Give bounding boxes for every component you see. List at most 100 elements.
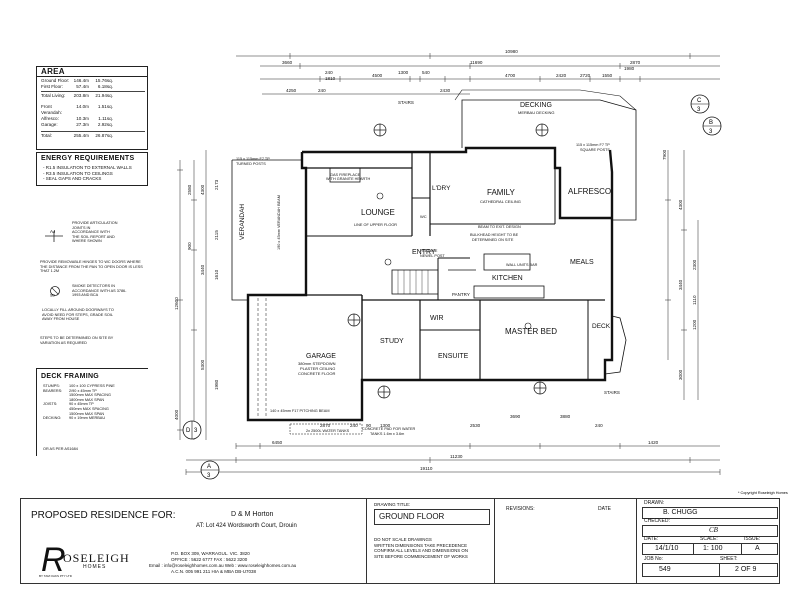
dim-left: 12600 <box>174 297 179 310</box>
dim-left: 1980 <box>214 379 219 390</box>
copyright: * Copyright Roseleigh Homes <box>738 491 788 495</box>
dim-top: 240 <box>325 70 333 75</box>
posts-note: 115 x 115mm F7 TP <box>576 143 610 147</box>
garage-sub: CONCRETE FLOOR <box>298 371 335 376</box>
hinges-note: PROVIDE REMOVABLE HINGES TO WC DOORS WHE… <box>40 260 143 274</box>
dim-right: 2300 <box>692 259 697 270</box>
job-value: 549 <box>659 566 671 573</box>
verandah-beam-note: 190 x 45mm VERANDAH BEAM <box>277 195 281 250</box>
dim-bottom: 6450 <box>272 440 283 445</box>
dim-right: 1110 <box>692 295 697 305</box>
logo-wordmark: OSELEIGH <box>63 551 130 565</box>
client-address: AT: Lot 424 Wordsworth Court, Drouin <box>196 523 297 529</box>
sheet-value: 2 OF 9 <box>735 566 757 573</box>
drawn-label: DRAWN: <box>644 500 665 506</box>
room-pantry: PANTRY <box>452 292 470 297</box>
concrete-note: TANKS 1.6m x 3.6m <box>370 432 404 436</box>
fireplace-note: WITH GRANITE HEARTH <box>326 177 370 181</box>
decking-sub: MERBAU DECKING <box>518 110 554 115</box>
smoke-text: SMOKE DETECTORS IN ACCORDANCE WITH AS 37… <box>72 284 127 298</box>
concrete-note: CONCRETE PAD FOR WATER <box>362 427 416 431</box>
elevation-markers <box>347 123 549 399</box>
stairs-label: STAIRS <box>604 390 620 395</box>
svg-text:C: C <box>697 98 702 104</box>
dim-top: 3660 <box>282 60 293 65</box>
deck-footer: OR AS PER AS1684 <box>43 447 78 451</box>
room-decking: DECKING <box>520 102 552 109</box>
section-marker-d: D 3 <box>182 420 202 440</box>
articulation-text: PROVIDE ARTICULATION JOINTS IN ACCORDANC… <box>72 221 118 244</box>
contact-details: P.O. BOX 309, WARRAGUL. VIC. 3820 OFFICE… <box>149 551 297 574</box>
dim-right: 1200 <box>692 319 697 330</box>
floor-plan: 10980 11690 2870 3660 240 1810 1300 540 … <box>174 49 788 495</box>
fill-note: LOCALLY FILL AROUND DOORWAYS TO AVOID NE… <box>42 308 114 322</box>
beam-note: BEAM TO EXIT. DESIGN <box>478 225 521 229</box>
dim-top: 240 <box>318 88 326 93</box>
dim-top: 1550 <box>602 73 613 78</box>
room-lounge: LOUNGE <box>361 208 395 217</box>
dim-bottom: 1300 <box>380 423 391 428</box>
svg-text:B: B <box>709 120 713 126</box>
dim-left: 900 <box>187 242 192 250</box>
room-wir: WIR <box>430 315 444 322</box>
room-kitchen: KITCHEN <box>492 275 523 282</box>
dim-left: 2173 <box>214 179 219 190</box>
revisions-panel: REVISIONS: DATE <box>498 499 637 583</box>
fireplace-note: GAS FIREPLACE <box>330 173 361 177</box>
dim-bottom: 2530 <box>470 423 481 428</box>
date-label: DATE: <box>644 536 659 542</box>
dim-bottom: 2870 <box>320 423 331 428</box>
dim-right: 3440 <box>678 279 683 290</box>
section-marker-b: B 3 <box>702 116 722 136</box>
svg-text:A: A <box>207 464 211 470</box>
energy-box: ENERGY REQUIREMENTS - R1.5 INSULATION TO… <box>36 152 148 186</box>
job-label: JOB No: <box>644 556 663 562</box>
svg-text:3: 3 <box>194 428 198 434</box>
revisions-date-label: DATE <box>598 506 611 512</box>
drawing-title-label: DRAWING TITLE: <box>374 502 411 507</box>
dim-left: 5300 <box>200 359 205 370</box>
articulation-symbol-text: AJ <box>50 229 55 234</box>
drawing-title-panel: DRAWING TITLE: GROUND FLOOR DO NOT SCALE… <box>370 499 495 583</box>
drawn-value: B. CHUGG <box>663 509 698 516</box>
room-master: MASTER BED <box>505 327 557 336</box>
legend-box: AJ PROVIDE ARTICULATION JOINTS IN ACCORD… <box>36 212 148 360</box>
issue-label: ISSUE: <box>744 536 761 542</box>
deck-rows: STUMPS:100 x 100 CYPRESS PINE BEARERS:2/… <box>43 384 115 421</box>
stairs-label: STAIRS <box>398 100 414 105</box>
checked-label: CHECKED: <box>644 518 670 524</box>
revisions-label: REVISIONS: <box>506 506 535 512</box>
dim-top: 2420 <box>556 73 567 78</box>
room-deck: DECK <box>592 323 611 330</box>
dim-bottom: 19110 <box>420 466 433 471</box>
dim-bottom: 3690 <box>510 414 521 419</box>
newel-note: FEATURE <box>420 249 438 253</box>
posts-note: SQUARE POSTS <box>580 148 610 152</box>
logo-sub: HOMES <box>83 564 107 570</box>
roseleigh-logo: R OSELEIGH HOMES BY TAM OAKS PTY LTD <box>39 537 139 582</box>
svg-text:3: 3 <box>709 129 713 135</box>
dim-top: 540 <box>422 70 430 75</box>
dim-top: 1810 <box>325 76 336 81</box>
svg-text:3: 3 <box>697 107 701 113</box>
dim-left: 4300 <box>200 184 205 195</box>
dim-bottom: 11230 <box>450 454 463 459</box>
dim-right: 4300 <box>678 199 683 210</box>
issue-value: A <box>755 545 760 552</box>
svg-text:SD: SD <box>50 294 55 298</box>
room-entry: ENTRY <box>412 249 436 256</box>
meta-table: DRAWN: B. CHUGG CHECKED: CB DATE: SCALE:… <box>640 499 778 583</box>
checked-value: CB <box>709 526 718 534</box>
posts-note: TURNED POSTS <box>236 162 266 166</box>
room-verandah: VERANDAH <box>239 204 246 240</box>
dim-bottom: 3880 <box>560 414 571 419</box>
garage-sub: PLASTER CEILING <box>300 366 335 371</box>
room-wc: WC <box>420 214 427 219</box>
dim-left: 3440 <box>200 264 205 275</box>
